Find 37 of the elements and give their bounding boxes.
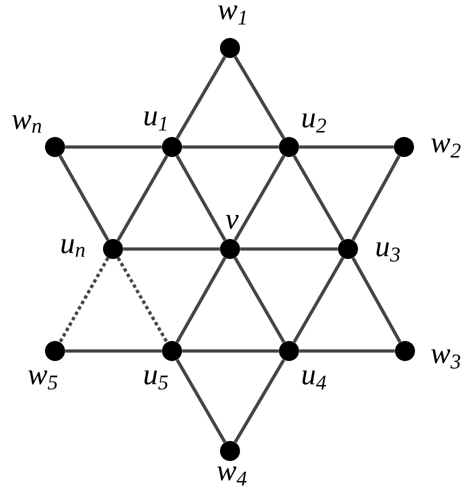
- edge-line: [352, 257, 402, 343]
- edge-line: [176, 257, 226, 343]
- vertex-label: w$_{2}$: [431, 138, 460, 158]
- dotted-edge: [116, 257, 168, 343]
- edge-line: [65, 145, 162, 149]
- vertex-label: w$_{n}$: [12, 115, 42, 133]
- dotted-edge: [58, 257, 110, 343]
- edge-line: [292, 257, 344, 343]
- edge-line: [299, 145, 394, 149]
- edge-line: [176, 155, 226, 241]
- edge-line: [58, 155, 110, 241]
- vertex-label: v: [226, 215, 239, 229]
- edge-line: [240, 247, 338, 251]
- vertex-label: u$_{4}$: [302, 370, 326, 390]
- vertex-label: u$_{n}$: [62, 239, 85, 257]
- edge-line: [123, 247, 220, 251]
- edge-line: [351, 155, 401, 241]
- vertex-label: u$_{1}$: [144, 112, 166, 130]
- vertex-label: u$_{5}$: [144, 370, 168, 390]
- edge-line: [182, 349, 279, 353]
- edge-line: [65, 349, 162, 353]
- vertex-label: w$_{1}$: [218, 6, 246, 24]
- edge-line: [116, 155, 168, 241]
- edge-line: [234, 155, 286, 241]
- vertex-label: u$_{2}$: [302, 113, 326, 133]
- edge-line: [292, 155, 344, 241]
- vertex-label: w$_{4}$: [217, 466, 246, 486]
- edge-line: [176, 56, 226, 140]
- edge-line: [182, 145, 279, 149]
- vertex-label: w$_{5}$: [28, 370, 58, 390]
- edge-line: [176, 359, 226, 443]
- vertex-label: w$_{3}$: [431, 349, 460, 369]
- edge-line: [299, 349, 395, 353]
- edge-line: [234, 56, 286, 140]
- edge-line: [234, 358, 286, 444]
- vertex-label: u$_{3}$: [376, 242, 400, 262]
- edge-line: [234, 257, 286, 343]
